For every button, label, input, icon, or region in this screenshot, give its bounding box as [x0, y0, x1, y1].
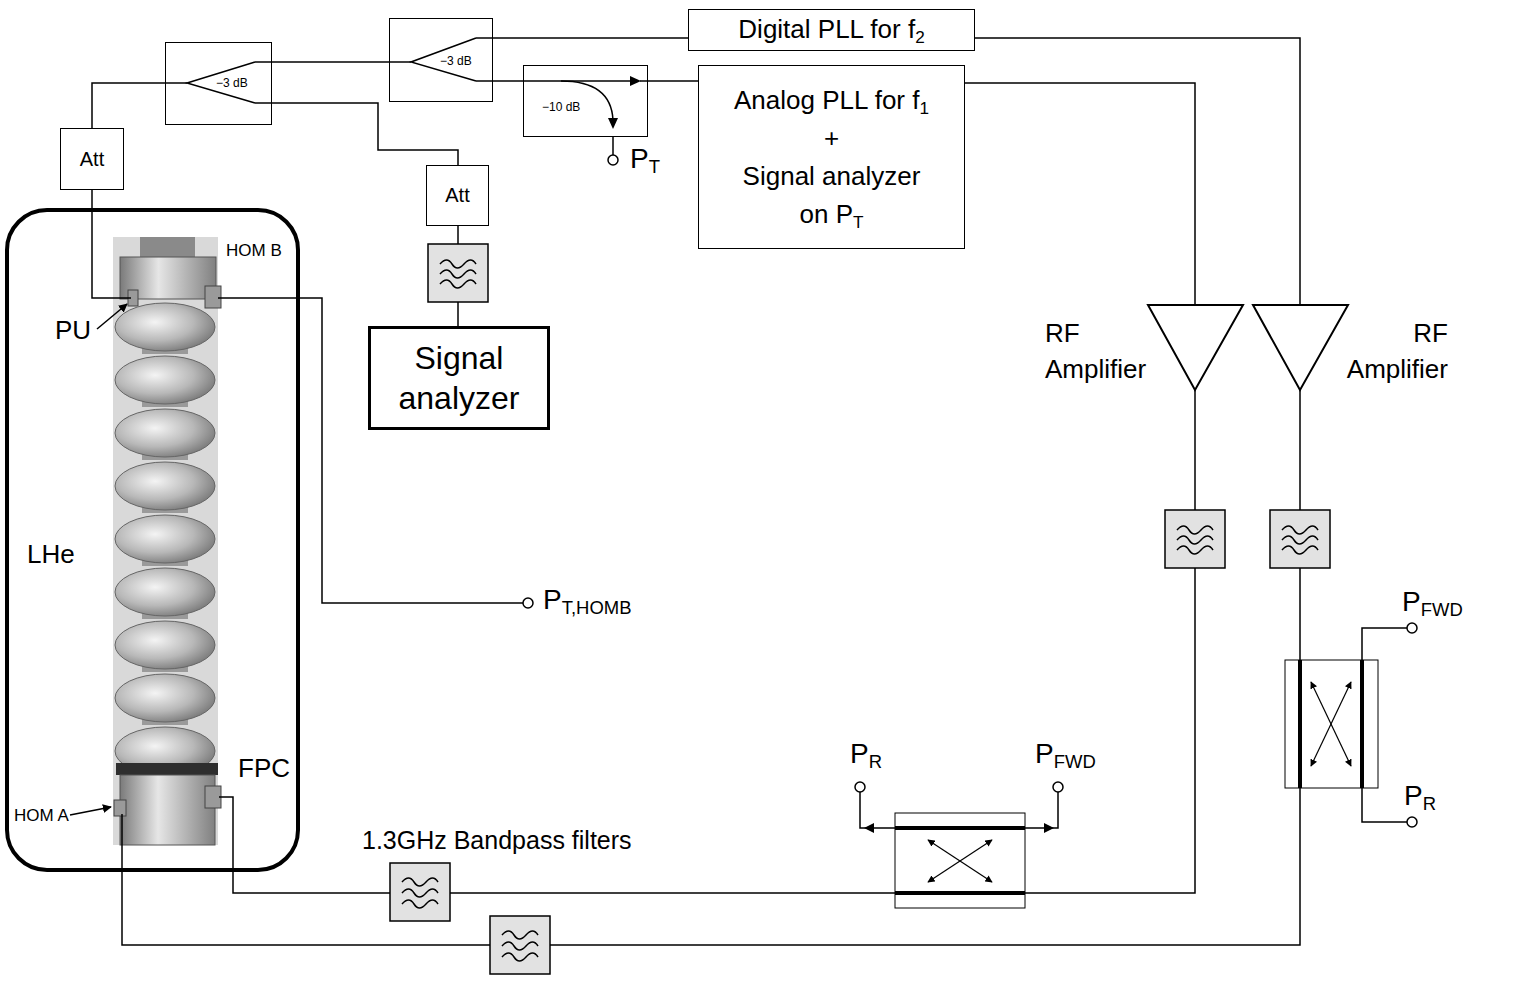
splitter-symbol [165, 38, 493, 103]
node-text: Digital PLL for f2 [738, 15, 924, 45]
node-text: −3 dB [216, 77, 271, 91]
signal-wire [975, 38, 1300, 305]
arrowhead [608, 118, 618, 129]
signal-name: PR [1404, 780, 1436, 812]
directional-coupler [1285, 623, 1417, 827]
text-line: + [734, 119, 929, 157]
arrowhead [630, 76, 641, 86]
text-line: RF [1045, 315, 1243, 351]
signal-wire [91, 190, 93, 208]
signal-wire [92, 83, 165, 128]
coupler-symbol [523, 81, 648, 155]
node-text: Signal analyzer [371, 338, 547, 418]
attenuator-box: Att [60, 128, 124, 190]
node-text: RF Amplifier [1253, 315, 1448, 387]
coupler-box: −10 dB [523, 65, 648, 137]
node-text: LHe [27, 540, 296, 570]
node-text: −10 dB [542, 101, 647, 115]
terminal [523, 598, 533, 608]
node-text: Att [80, 148, 104, 171]
pll-analyzer-box: Analog PLL for f1 + Signal analyzer on P… [698, 65, 965, 249]
amplifier-symbol [1148, 305, 1243, 390]
signal-wire [965, 83, 1195, 305]
subscript: R [1423, 793, 1436, 814]
port-label: PU [55, 316, 91, 346]
filter-symbol [1165, 510, 1225, 568]
splitter-box: −3 dB [389, 18, 493, 102]
node-text: RF Amplifier [1045, 315, 1243, 387]
component-label: 1.3GHz Bandpass filters [362, 826, 632, 855]
subscript: 2 [915, 27, 925, 47]
directional-coupler [855, 782, 1063, 908]
signal-name: PFWD [1402, 586, 1463, 618]
amplifier-symbol [1253, 305, 1348, 390]
subscript: FWD [1054, 751, 1096, 772]
splitter-box: −3 dB [165, 42, 272, 125]
text-line: Amplifier [1045, 351, 1243, 387]
subscript: T,HOMB [562, 597, 632, 618]
signal-wire [272, 103, 458, 165]
node-text: Analog PLL for f1 + Signal analyzer on P… [734, 81, 929, 233]
subscript: T [649, 156, 660, 177]
attenuator-box: Att [426, 165, 489, 226]
pll-box: Digital PLL for f2 [688, 9, 975, 51]
filter-symbol [428, 244, 488, 302]
signal-name: PFWD [1035, 738, 1096, 770]
port-label: HOM A [14, 806, 69, 826]
port-label: HOM B [226, 241, 282, 261]
subscript: R [869, 751, 882, 772]
analyzer-box: Signal analyzer [368, 326, 550, 430]
filter-symbol [1270, 510, 1330, 568]
text-line: RF [1253, 315, 1448, 351]
subscript: 1 [919, 98, 929, 118]
subscript: T [853, 212, 863, 232]
amplifier: RF Amplifier [1045, 305, 1243, 390]
terminal [608, 155, 618, 165]
node-text: −3 dB [440, 55, 492, 69]
signal-wire [648, 80, 698, 82]
signal-wire [493, 80, 523, 82]
signal-name: PT,HOMB [543, 584, 631, 616]
node-text: Att [445, 184, 469, 207]
signal-wire [272, 61, 389, 63]
bandpass-filter-symbol [390, 863, 450, 921]
signal-name: PT [630, 143, 660, 175]
text-line: on PT [734, 195, 929, 233]
signal-name: PR [850, 738, 882, 770]
amplifier: RF Amplifier [1253, 305, 1448, 390]
bandpass-filter-symbol [490, 916, 550, 974]
text-line: Analog PLL for f1 [734, 81, 929, 119]
text-line: Signal analyzer [734, 157, 929, 195]
subscript: FWD [1421, 599, 1463, 620]
port-label: FPC [238, 754, 290, 784]
signal-wire [233, 390, 1195, 893]
text-line: Amplifier [1253, 351, 1448, 387]
cavity-illustration [113, 237, 221, 845]
signal-wire [493, 37, 688, 39]
